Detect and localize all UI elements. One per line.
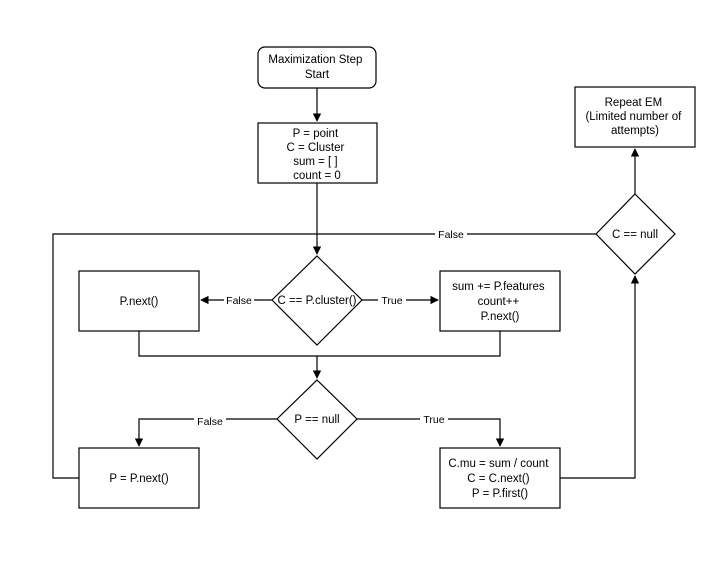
label-p-null-true: True [423,414,444,426]
p-null-label: P == null [294,414,339,426]
cluster-check-diamond [271,255,363,346]
repeat-node-label: Repeat EM (Limited number of attempts) [585,97,684,137]
p-null-diamond [276,379,358,460]
repeat-node-shape [574,86,696,148]
init-node-shape [257,122,378,184]
edge-update-to-c-null [560,275,640,479]
p-next-bottom-shape [78,447,200,509]
c-null-label: C == null [612,229,658,241]
update-label: C.mu = sum / count C = C.next() P = P.fi… [448,458,551,500]
p-next-left-shape [78,270,200,332]
start-node-shape [257,46,377,89]
edge-p-null-false [134,418,277,447]
edge-labels: False False True False True [194,228,467,428]
c-null-diamond [595,193,676,275]
init-node-label: P = point C = Cluster sum = [ ] count = … [286,128,347,182]
cluster-check-label: C == P.cluster() [277,295,356,307]
label-cluster-true: True [381,295,402,307]
p-next-bottom-label: P = P.next() [109,473,169,485]
start-node-label: Maximization Step Start [268,54,365,81]
edge-left-merge [138,331,501,357]
p-next-left-label: P.next() [120,296,159,308]
nodes [78,46,696,509]
label-cluster-false: False [226,295,252,307]
edge-c-null-false [52,233,596,479]
update-shape [439,447,561,509]
accumulate-label: sum += P.features count++ P.next() [452,281,548,323]
label-p-null-false: False [197,416,223,428]
edge-p-null-true [357,418,505,447]
node-labels: Maximization Step Start P = point C = Cl… [109,54,684,500]
label-c-null-false: False [438,229,464,241]
accumulate-shape [439,270,561,332]
